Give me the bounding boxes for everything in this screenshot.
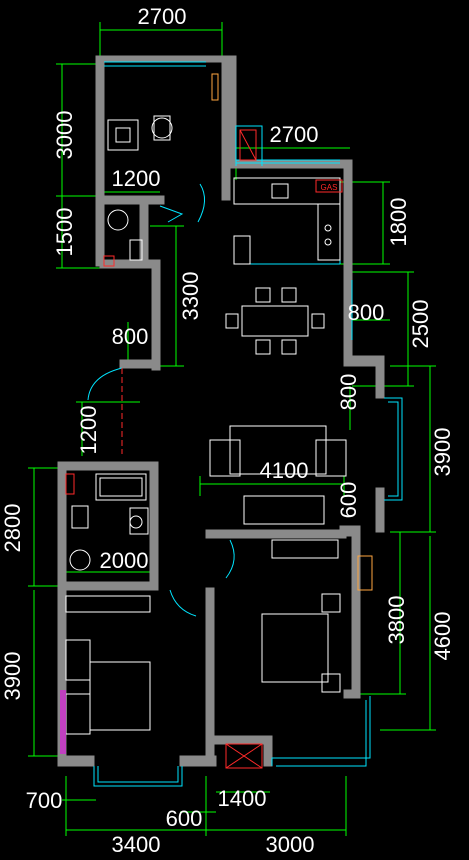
dim-left-1200: 1200	[76, 406, 101, 455]
dim-bottom-3400: 3400	[112, 832, 161, 857]
dim-right-600: 600	[336, 482, 361, 519]
dim-right-800-a: 800	[348, 300, 385, 325]
dim-left-2800: 2800	[0, 504, 25, 553]
dim-right-3800: 3800	[384, 596, 409, 645]
furniture	[65, 115, 347, 735]
dim-bottom-600: 600	[166, 806, 203, 831]
dimension-labels: 2700 3000 1500 1200 2700 1800 3300 800 2…	[0, 4, 455, 857]
dim-bottom-1400: 1400	[218, 786, 267, 811]
walls	[57, 55, 385, 767]
dim-bath-1200: 1200	[112, 166, 161, 191]
dim-bottom-700: 700	[26, 788, 63, 813]
dim-left-1500: 1500	[52, 208, 77, 257]
dim-living-4100: 4100	[260, 458, 309, 483]
dim-2000: 2000	[100, 548, 149, 573]
accents: GAS	[60, 73, 373, 769]
gas-meter-label: GAS	[321, 183, 338, 192]
dim-right-4600: 4600	[430, 612, 455, 661]
windows-doors	[87, 61, 403, 787]
dim-right-1800: 1800	[386, 198, 411, 247]
dim-bottom-3000: 3000	[266, 832, 315, 857]
dim-top-2700: 2700	[138, 4, 187, 29]
dim-kitchen-2700: 2700	[270, 122, 319, 147]
dim-left-800: 800	[112, 324, 149, 349]
dim-right-3900: 3900	[430, 428, 455, 477]
dim-left-3000: 3000	[52, 111, 77, 160]
dim-right-800-b: 800	[336, 374, 361, 411]
dim-right-2500: 2500	[408, 300, 433, 349]
dim-center-3300: 3300	[178, 272, 203, 321]
dim-left-3900: 3900	[0, 652, 25, 701]
